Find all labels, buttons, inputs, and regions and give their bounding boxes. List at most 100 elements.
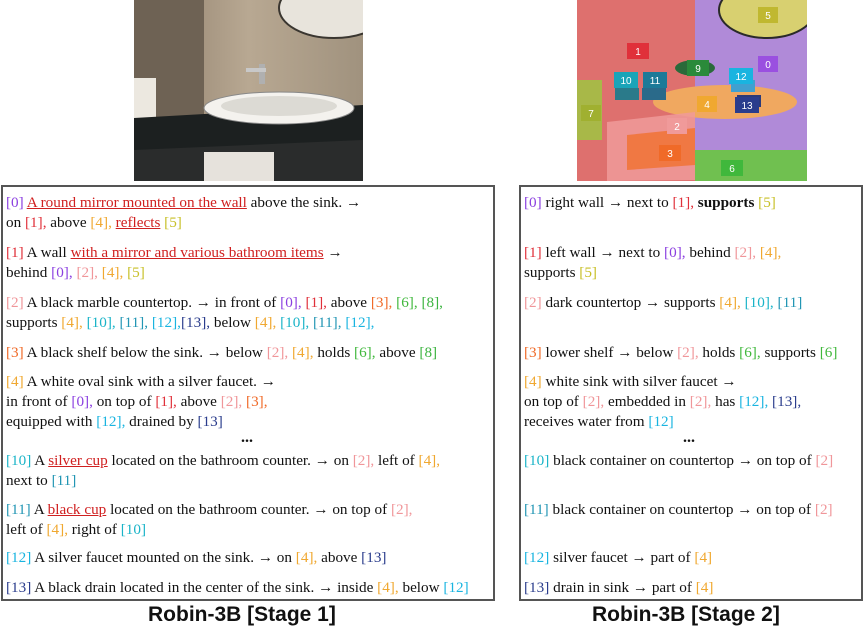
obj-id: [10] xyxy=(524,452,550,469)
ref: [12] xyxy=(443,579,469,596)
ref: [12], xyxy=(96,413,126,430)
obj-id: [2] xyxy=(6,294,24,311)
ref: [2], xyxy=(76,264,98,281)
relation-text: below xyxy=(398,579,444,596)
ref: [4], xyxy=(101,264,124,281)
ellipsis: ... xyxy=(241,429,253,446)
stage1-panel: [0] A round mirror mounted on the wall a… xyxy=(1,185,495,601)
relation-text: right of xyxy=(68,521,121,538)
relation-text: supports xyxy=(6,314,62,331)
svg-text:13: 13 xyxy=(741,101,753,112)
relation-text: located on the bathroom counter. → on to… xyxy=(106,501,391,518)
svg-text:7: 7 xyxy=(588,109,594,120)
relation-text: above xyxy=(176,393,221,410)
ref: [5] xyxy=(579,264,597,281)
svg-text:1: 1 xyxy=(635,47,641,58)
segment-label-3: 3 xyxy=(659,145,681,161)
ref: [2], xyxy=(677,344,699,361)
svg-text:2: 2 xyxy=(674,122,680,133)
obj-id: [1] xyxy=(6,244,24,261)
ref: [6] xyxy=(819,344,838,361)
svg-text:4: 4 xyxy=(704,100,710,111)
ref: [4], xyxy=(61,314,83,331)
obj-id: [13] xyxy=(524,579,550,596)
relation-text: black container on countertop → on top o… xyxy=(548,501,815,518)
stage1-entry-1: [1] A wall with a mirror and various bat… xyxy=(6,243,343,283)
ref: [12], xyxy=(345,314,375,331)
obj-id: [4] xyxy=(524,373,542,390)
relation-text: above xyxy=(326,294,371,311)
relation-text: A silver faucet mounted on the sink. → o… xyxy=(31,549,296,566)
ref: [2], xyxy=(352,452,375,469)
obj-id: [12] xyxy=(6,549,32,566)
relation-text: on top of xyxy=(524,393,583,410)
ref: [3], xyxy=(246,393,268,410)
ref: [11], xyxy=(313,314,342,331)
ref: [10], xyxy=(86,314,116,331)
segment-label-6: 6 xyxy=(721,160,743,176)
segment-label-9: 9 xyxy=(687,60,709,76)
ref: [2] xyxy=(815,452,834,469)
svg-text:12: 12 xyxy=(735,72,747,83)
stage1-entry-11: [11] A black cup located on the bathroom… xyxy=(6,500,412,540)
relation-text: supports xyxy=(524,264,580,281)
stage1-entry-12: [12] A silver faucet mounted on the sink… xyxy=(6,548,386,568)
obj-id: [3] xyxy=(524,344,542,361)
ref: [2], xyxy=(390,501,413,518)
obj-id: [2] xyxy=(524,294,542,311)
relation-text: right wall → next to xyxy=(541,194,673,211)
stage1-entry-3: [3] A black shelf below the sink. → belo… xyxy=(6,343,437,363)
ref: [11], xyxy=(119,314,149,331)
ref: [11] xyxy=(777,294,803,311)
ref: [1], xyxy=(155,393,177,410)
segment-label-10: 10 xyxy=(614,72,638,88)
svg-text:10: 10 xyxy=(620,76,632,87)
relation-text: left wall → next to xyxy=(541,244,665,261)
ref: [10] xyxy=(120,521,147,538)
ref: [12], xyxy=(739,393,769,410)
svg-text:6: 6 xyxy=(729,164,735,175)
ref: [13] xyxy=(361,549,387,566)
relation-text: embedded in xyxy=(604,393,690,410)
obj-id: [12] xyxy=(524,549,550,566)
ref: [4], xyxy=(46,521,68,538)
ref: [4] xyxy=(695,579,714,596)
relation-text: above the sink. → xyxy=(246,194,362,211)
relation-text: → xyxy=(323,244,343,261)
ref: [6], xyxy=(739,344,761,361)
stage2-entry-0: [0] right wall → next to [1], supports [… xyxy=(524,193,776,213)
relation-text: supports xyxy=(697,194,755,211)
relation-phrase: reflects xyxy=(115,214,161,231)
stage2-entry-2: [2] dark countertop → supports [4], [10]… xyxy=(524,293,802,313)
stage1-entry-10: [10] A silver cup located on the bathroo… xyxy=(6,451,440,491)
ref: [2], xyxy=(734,244,757,261)
relation-text: silver faucet → part of xyxy=(549,549,695,566)
segment-label-12: 12 xyxy=(729,68,753,84)
object-phrase: black cup xyxy=(47,501,107,518)
ref: [4], xyxy=(418,452,441,469)
relation-text: lower shelf → below xyxy=(541,344,678,361)
stage1-entry-2: [2] A black marble countertop. → in fron… xyxy=(6,293,443,333)
ref: [3], xyxy=(370,294,393,311)
stage2-caption: Robin-3B [Stage 2] xyxy=(592,603,780,626)
stage2-entry-4: [4] white sink with silver faucet → on t… xyxy=(524,372,801,432)
obj-id: [0] xyxy=(6,194,24,211)
obj-id: [11] xyxy=(524,501,549,518)
svg-text:3: 3 xyxy=(667,149,673,160)
relation-text: A xyxy=(30,501,48,518)
relation-text: behind xyxy=(6,264,52,281)
ref: [2], xyxy=(220,393,243,410)
segment-label-13: 13 xyxy=(735,97,759,113)
ref: [4], xyxy=(719,294,741,311)
stage1-entry-4: [4] A white oval sink with a silver fauc… xyxy=(6,372,276,432)
ref: [13] xyxy=(197,413,223,430)
svg-text:11: 11 xyxy=(650,76,661,87)
relation-text: A black drain located in the center of t… xyxy=(31,579,378,596)
ellipsis: ... xyxy=(683,429,695,446)
stage2-panel: [0] right wall → next to [1], supports [… xyxy=(519,185,863,601)
svg-text:0: 0 xyxy=(765,60,771,71)
ref: [8] xyxy=(419,344,438,361)
relation-text: holds xyxy=(698,344,740,361)
relation-text: dark countertop → supports xyxy=(541,294,720,311)
ref: [13], xyxy=(772,393,802,410)
